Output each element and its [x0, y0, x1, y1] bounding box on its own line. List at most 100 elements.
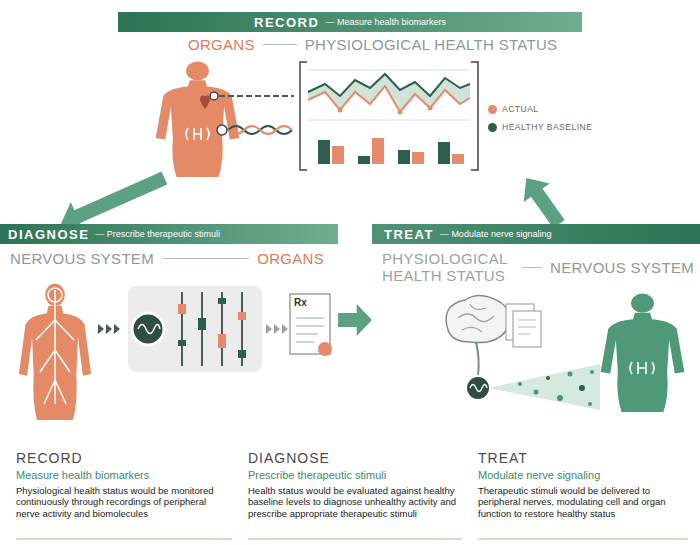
process-panel: RECORD — Measure health biomarkersORGANS P… [118, 12, 582, 178]
panel-title: RECORD [254, 15, 319, 30]
process-panel: DIAGNOSE — Prescribe therapeutic stimuliN… [0, 224, 338, 424]
data-point [428, 106, 433, 111]
system-label: NERVOUS SYSTEM [550, 259, 694, 276]
system-label: ORGANS [188, 36, 255, 53]
human-figure [19, 284, 91, 420]
sensor-lens [132, 313, 164, 345]
nerve-recording-line [219, 95, 294, 97]
nervous-system [36, 290, 74, 404]
caption-heading: RECORD [16, 450, 83, 467]
figure-head [631, 294, 654, 313]
prescription-lines [518, 320, 536, 334]
chart-grid [308, 120, 470, 121]
legend-text: HEALTHY BASELINE [502, 122, 592, 132]
trace-mark [218, 298, 226, 304]
particle [534, 390, 539, 395]
nerve-trace [181, 292, 183, 366]
panel-subtitle: — Prescribe therapeutic stimuli [95, 229, 220, 239]
kidney-organ [186, 128, 209, 140]
signal-wave [470, 385, 487, 392]
legend-item: ACTUAL [488, 104, 539, 114]
figure-head [186, 62, 209, 81]
system-label: NERVOUS SYSTEM [10, 250, 154, 267]
trace-mark [238, 312, 246, 320]
actual-line [308, 86, 470, 112]
prescription-seal [318, 342, 332, 356]
caption-heading: DIAGNOSE [248, 450, 330, 467]
header-bar: TREAT — Modulate nerve signaling [372, 224, 700, 244]
trace-mark [198, 318, 206, 330]
figure-body [601, 313, 685, 412]
header-bar: DIAGNOSE — Prescribe therapeutic stimuli [0, 224, 338, 244]
process-panel: TREAT — Modulate nerve signalingPHYSIOLOG… [372, 224, 700, 424]
actual-bar [412, 152, 424, 164]
panel-subtitle: — Modulate nerve signaling [440, 229, 552, 239]
particle [590, 370, 594, 374]
biomolecule-helix [228, 126, 292, 134]
data-point [338, 108, 343, 113]
heart-organ [200, 96, 210, 110]
system-label: PHYSIOLOGICAL HEALTH STATUS [305, 36, 558, 53]
actual-bar [372, 138, 384, 164]
brain [446, 295, 509, 342]
flow-arrow [61, 172, 167, 232]
particle [568, 372, 573, 377]
brain-folds [458, 304, 494, 332]
flow-arrow [524, 178, 565, 228]
column-rule [16, 538, 232, 539]
analysis-panel [128, 286, 262, 372]
chart-grid [308, 70, 470, 71]
legend-item: HEALTHY BASELINE [488, 122, 592, 132]
signal-wave [138, 325, 160, 334]
figure-body [156, 80, 240, 177]
column-rule [248, 538, 462, 539]
caption-subheading: Measure health biomarkers [16, 469, 149, 482]
baseline-bar [318, 140, 330, 164]
particle [518, 382, 522, 386]
baseline-bar [398, 150, 410, 164]
particle [579, 385, 585, 391]
legend-swatch [488, 123, 497, 132]
human-figure [156, 62, 240, 177]
trace-mark [238, 350, 246, 358]
human-figure [601, 294, 685, 412]
prescription-lines [296, 318, 324, 342]
kidney-organ [630, 362, 654, 374]
baseline-bar [358, 156, 370, 164]
subtitle-row: ORGANS PHYSIOLOGICAL HEALTH STATUS [118, 36, 582, 53]
connector-dash [162, 258, 249, 260]
actual-bar [332, 146, 344, 164]
particle [546, 376, 550, 380]
flow-chevrons [98, 324, 120, 334]
flow-arrow [338, 304, 372, 336]
particle [588, 402, 592, 406]
trace-mark [178, 340, 186, 346]
caption-text: Therapeutic stimuli would be delivered t… [478, 485, 688, 519]
flow-chevrons [266, 324, 288, 334]
column-rule [478, 538, 688, 539]
particle [557, 395, 563, 401]
trace-mark [178, 304, 186, 314]
subtitle-row: PHYSIOLOGICAL HEALTH STATUS NERVOUS SYSTE… [372, 250, 700, 285]
system-label: ORGANS [257, 250, 324, 267]
caption-subheading: Modulate nerve signaling [478, 469, 600, 482]
electrode [217, 125, 227, 135]
spinal-nerve [476, 342, 479, 376]
system-label: PHYSIOLOGICAL HEALTH STATUS [382, 250, 514, 285]
prescription-symbol: Rx [294, 297, 307, 309]
connector-dash [522, 267, 542, 269]
deviation-band [308, 74, 470, 112]
legend-swatch [488, 105, 497, 114]
stimulator [466, 376, 490, 400]
panel-title: TREAT [384, 227, 434, 242]
data-point [398, 110, 403, 115]
biomolecule-helix [228, 126, 292, 134]
actual-bar [452, 154, 464, 164]
panel-subtitle: — Measure health biomarkers [325, 17, 446, 27]
caption-text: Physiological health status would be mon… [16, 485, 232, 519]
chart-bracket [300, 62, 307, 170]
trace-mark [218, 334, 226, 348]
panel-title: DIAGNOSE [8, 227, 89, 242]
caption-subheading: Prescribe therapeutic stimuli [248, 469, 386, 482]
